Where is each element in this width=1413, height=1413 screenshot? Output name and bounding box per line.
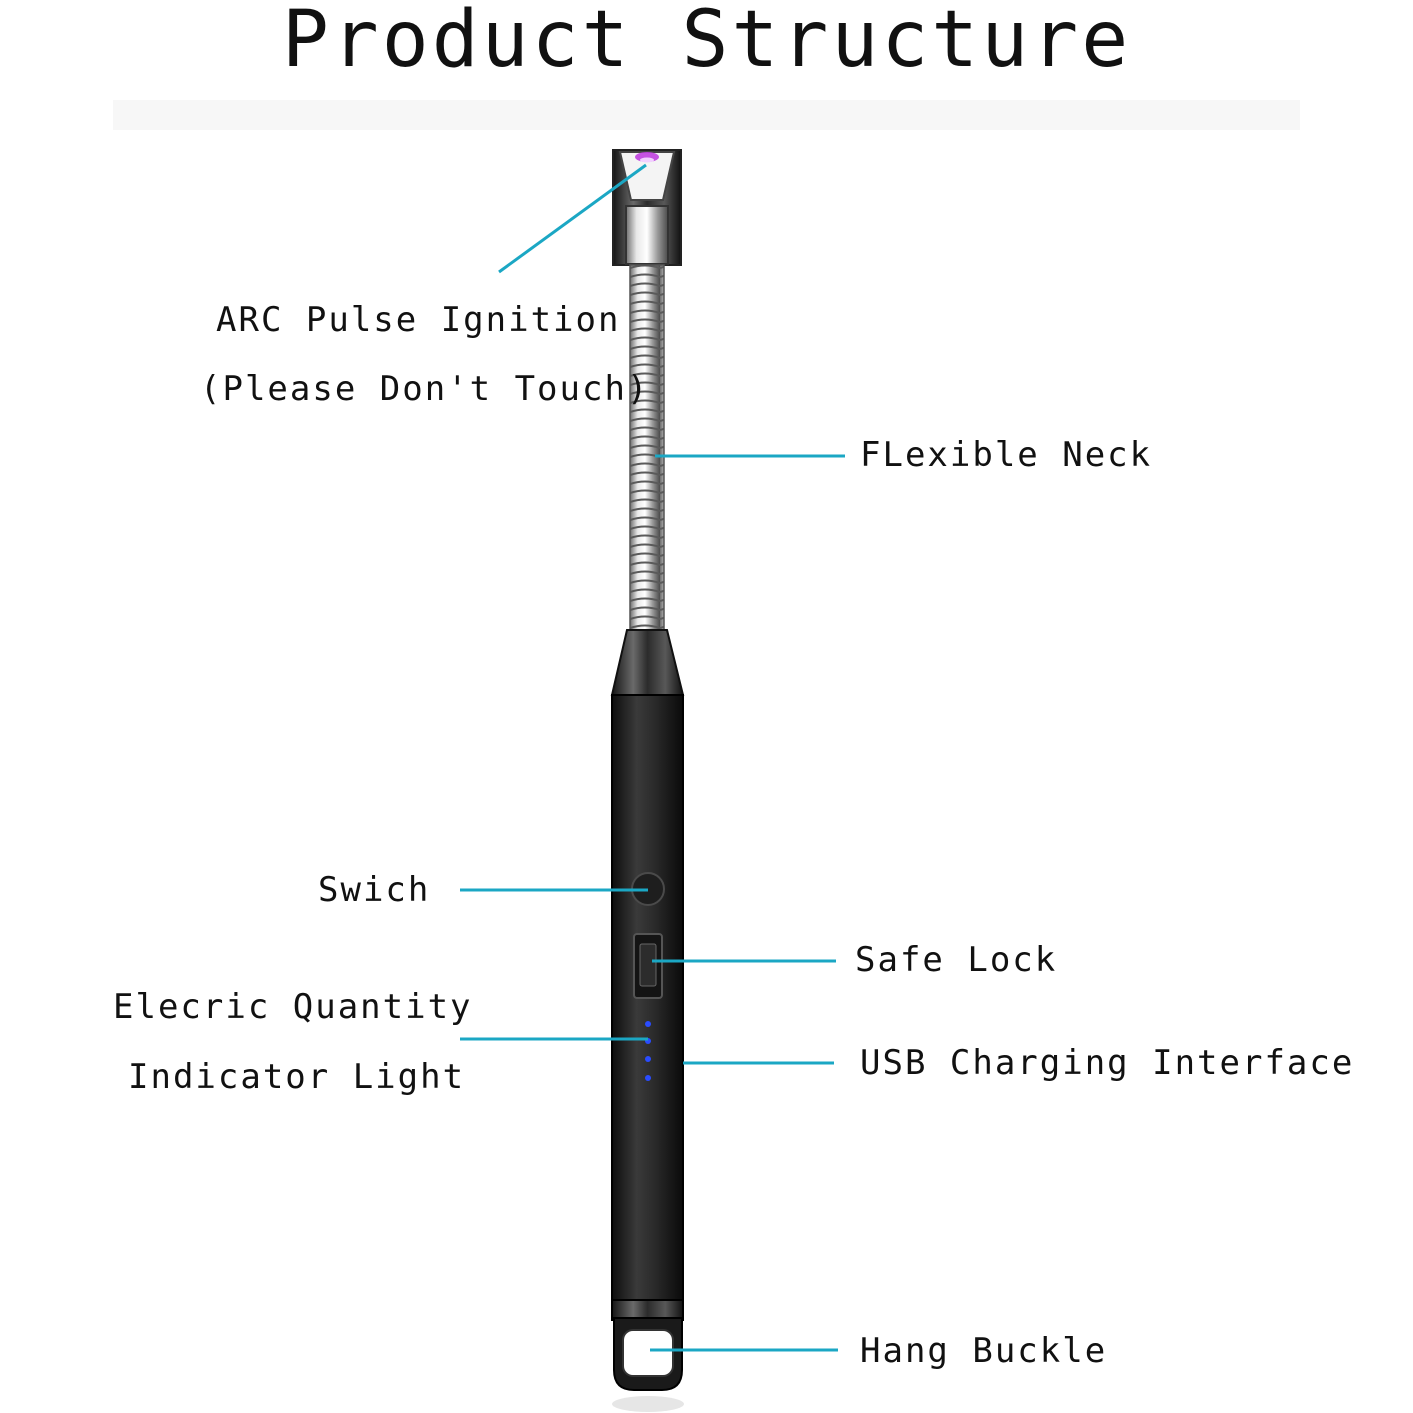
usb-label: USB Charging Interface: [860, 1043, 1355, 1083]
led-dot: [645, 1056, 651, 1062]
safe-lock-label: Safe Lock: [855, 940, 1058, 980]
arc-leader-line: [498, 163, 647, 274]
indicator-label-line2: Indicator Light: [128, 1057, 466, 1097]
hang-buckle-label: Hang Buckle: [860, 1331, 1108, 1371]
title-divider: [113, 100, 1300, 130]
indicator-label-line1: Elecric Quantity: [113, 987, 473, 1027]
ignition-head: [612, 149, 682, 266]
arc-label-line2: (Please Don't Touch): [200, 369, 650, 409]
neck-label: FLexible Neck: [860, 435, 1153, 475]
page-title: Product Structure: [281, 0, 1132, 85]
arc-label-line1: ARC Pulse Ignition: [216, 300, 621, 340]
led-dot: [645, 1021, 651, 1027]
flexible-neck: [629, 264, 665, 634]
led-dot: [645, 1075, 651, 1081]
body-collar: [610, 629, 685, 696]
switch-label: Swich: [318, 870, 431, 910]
